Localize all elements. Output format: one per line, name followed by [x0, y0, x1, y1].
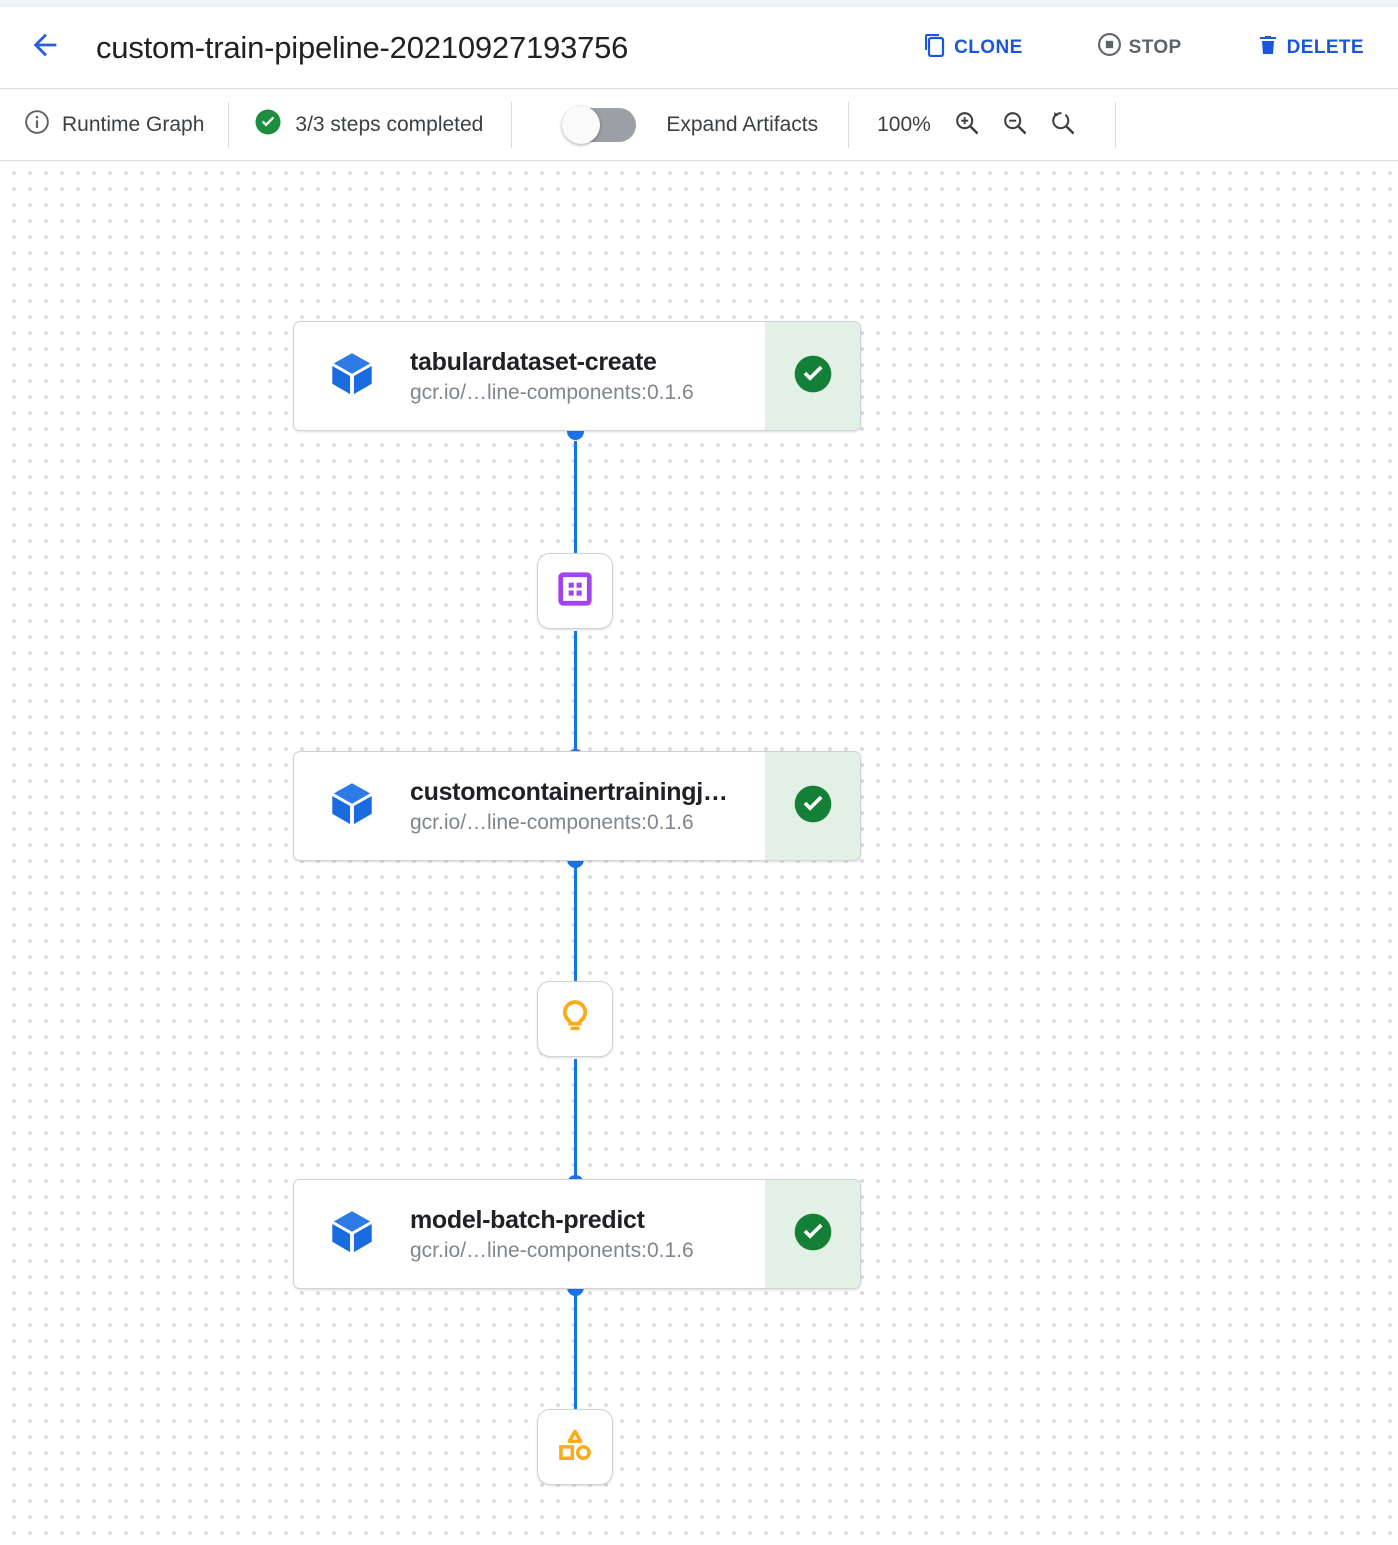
node-subtitle: gcr.io/…line-components:0.1.6	[410, 1238, 694, 1262]
node-icon-wrap	[294, 322, 410, 430]
node-status-badge	[765, 322, 860, 430]
node-text-wrap: customcontainertrainingj… gcr.io/…line-c…	[410, 752, 765, 860]
stop-button-label: STOP	[1128, 36, 1182, 58]
steps-status: 3/3 steps completed	[253, 107, 483, 143]
node-subtitle: gcr.io/…line-components:0.1.6	[410, 380, 694, 404]
artifact-node-model[interactable]	[537, 981, 613, 1057]
node-title: customcontainertrainingj…	[410, 777, 728, 806]
dataset-icon	[556, 570, 594, 613]
node-icon-wrap	[294, 1180, 410, 1288]
node-icon-wrap	[294, 752, 410, 860]
expand-artifacts-label: Expand Artifacts	[666, 112, 819, 136]
info-icon	[24, 109, 50, 141]
delete-button[interactable]: DELETE	[1252, 27, 1368, 69]
clone-button-label: CLONE	[954, 36, 1023, 58]
graph-toolbar: Runtime Graph 3/3 steps completed Expand…	[0, 89, 1398, 161]
clone-button[interactable]: CLONE	[919, 27, 1027, 69]
edge-artifact1-to-node2	[574, 631, 577, 757]
zoom-in-icon	[952, 108, 981, 142]
clone-icon	[923, 33, 947, 63]
pipeline-node-tabulardataset-create[interactable]: tabulardataset-create gcr.io/…line-compo…	[293, 321, 861, 431]
zoom-out-icon	[1000, 108, 1029, 142]
zoom-out-button[interactable]	[991, 101, 1039, 149]
pipeline-graph-canvas[interactable]: tabulardataset-create gcr.io/…line-compo…	[0, 161, 1398, 1545]
page-header: custom-train-pipeline-20210927193756 CLO…	[0, 7, 1398, 89]
runtime-graph-label: Runtime Graph	[62, 112, 205, 136]
artifact-node-batch-prediction[interactable]	[537, 1409, 613, 1485]
node-title: model-batch-predict	[410, 1205, 645, 1234]
cube-icon	[326, 1206, 378, 1263]
zoom-reset-icon	[1048, 108, 1077, 142]
shapes-icon	[556, 1426, 594, 1469]
zoom-reset-button[interactable]	[1039, 101, 1087, 149]
stop-button[interactable]: STOP	[1093, 26, 1186, 69]
arrow-left-icon	[28, 28, 62, 67]
expand-artifacts-control: Expand Artifacts	[562, 105, 819, 144]
delete-icon	[1256, 33, 1280, 63]
check-circle-icon	[253, 107, 283, 143]
window-top-strip	[0, 0, 1398, 7]
node-text-wrap: tabulardataset-create gcr.io/…line-compo…	[410, 322, 765, 430]
artifact-node-dataset[interactable]	[537, 553, 613, 629]
stop-icon	[1097, 32, 1122, 63]
edge-artifact2-to-node3	[574, 1059, 577, 1183]
cube-icon	[326, 778, 378, 835]
toggle-knob	[562, 105, 601, 144]
edge-node3-to-artifact3	[574, 1293, 577, 1419]
toolbar-divider-3	[848, 101, 850, 148]
header-actions: CLONE STOP DELETE	[919, 26, 1368, 69]
node-title: tabulardataset-create	[410, 347, 657, 376]
toolbar-divider-1	[228, 101, 230, 148]
cube-icon	[326, 348, 378, 405]
back-button[interactable]	[22, 25, 68, 71]
expand-artifacts-toggle[interactable]	[562, 105, 637, 144]
toolbar-divider-2	[511, 101, 513, 148]
node-status-badge	[765, 1180, 860, 1288]
check-circle-icon	[791, 352, 835, 401]
check-circle-icon	[791, 782, 835, 831]
pipeline-node-model-batch-predict[interactable]: model-batch-predict gcr.io/…line-compone…	[293, 1179, 861, 1289]
delete-button-label: DELETE	[1286, 36, 1364, 58]
node-status-badge	[765, 752, 860, 860]
edge-node2-to-artifact2	[574, 867, 577, 987]
node-text-wrap: model-batch-predict gcr.io/…line-compone…	[410, 1180, 765, 1288]
pipeline-node-customcontainertrainingjob[interactable]: customcontainertrainingj… gcr.io/…line-c…	[293, 751, 861, 861]
zoom-level-label: 100%	[877, 112, 931, 136]
check-circle-icon	[791, 1210, 835, 1259]
steps-status-label: 3/3 steps completed	[295, 112, 484, 136]
lightbulb-icon	[556, 998, 594, 1041]
zoom-in-button[interactable]	[943, 101, 991, 149]
edge-node1-to-artifact1	[574, 441, 577, 559]
runtime-graph-item[interactable]: Runtime Graph	[24, 109, 204, 141]
toolbar-divider-4	[1114, 101, 1116, 148]
page-title: custom-train-pipeline-20210927193756	[96, 29, 629, 65]
node-subtitle: gcr.io/…line-components:0.1.6	[410, 810, 694, 834]
